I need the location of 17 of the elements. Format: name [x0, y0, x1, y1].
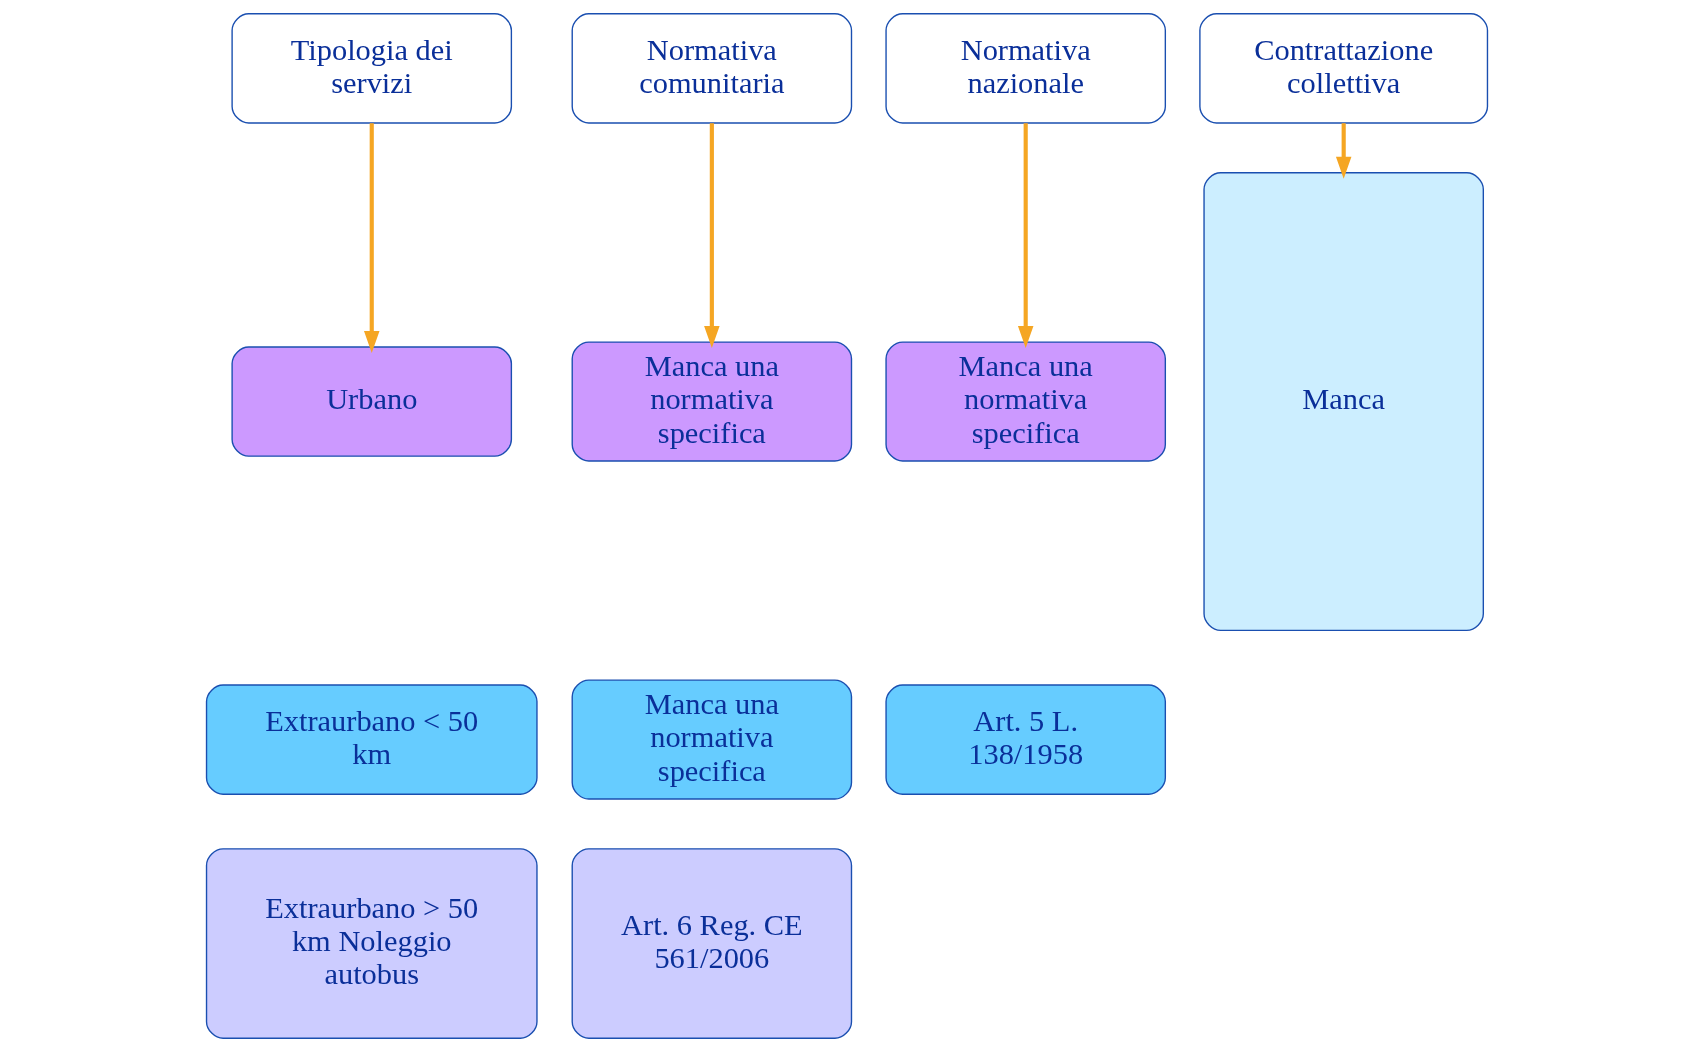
node-box: Art. 5 L. 138/1958 — [884, 684, 1166, 795]
node-box: Manca una normativa specifica — [571, 679, 852, 800]
arrow — [703, 123, 720, 349]
node-box: Tipologia dei servizi — [230, 13, 512, 124]
node-box: Normativa nazionale — [884, 13, 1166, 124]
node-box: Art. 6 Reg. CE 561/2006 — [571, 848, 852, 1039]
node-box: Manca una normativa specifica — [884, 341, 1166, 462]
arrow — [1017, 123, 1033, 349]
node-box: Normativa comunitaria — [571, 13, 852, 124]
node-box: Urbano — [230, 346, 512, 457]
node-box: Extraurbano > 50 km Noleggio autobus — [205, 848, 538, 1039]
node-box: Manca — [1202, 172, 1484, 632]
arrow — [363, 123, 379, 354]
arrow — [1335, 123, 1351, 179]
node-box: Manca una normativa specifica — [571, 341, 852, 462]
node-box: Extraurbano < 50 km — [205, 684, 538, 795]
node-box: Contrattazione collettiva — [1198, 13, 1488, 124]
